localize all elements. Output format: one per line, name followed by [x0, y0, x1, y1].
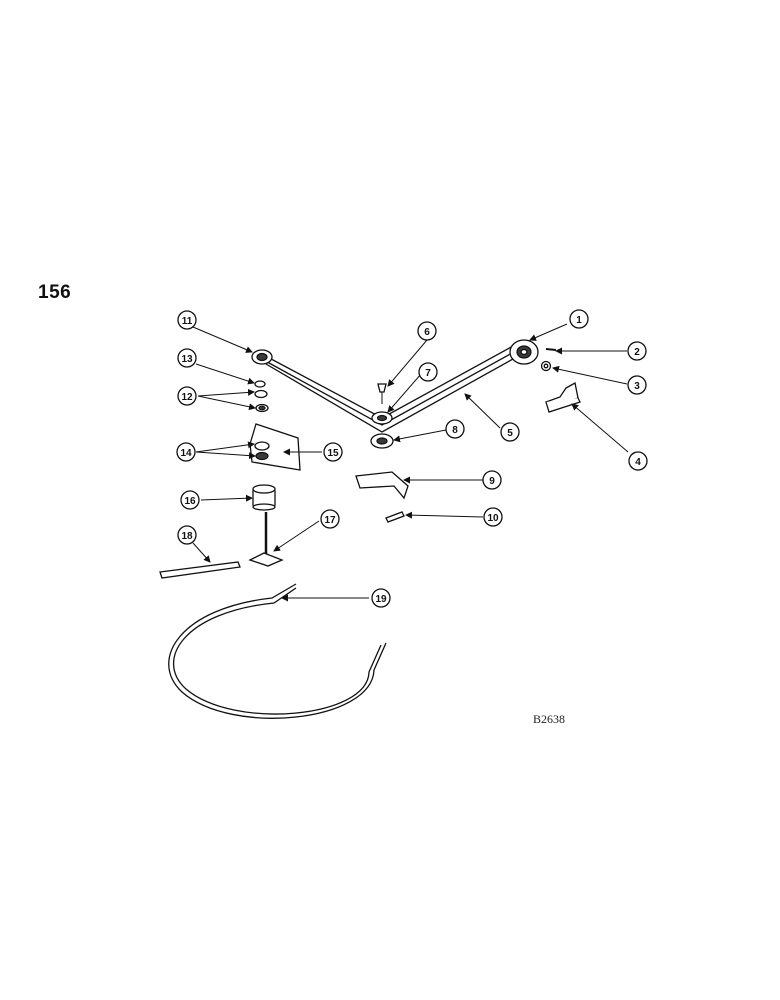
drawing-code: B2638 [533, 712, 566, 726]
callout-label: 16 [184, 496, 196, 507]
callout-9: 9 [482, 470, 502, 490]
callout-17: 17 [320, 509, 340, 529]
callout-1: 1 [569, 309, 589, 329]
callout-label: 14 [180, 448, 192, 459]
callout-12: 12 [177, 386, 197, 406]
key-part-2 [545, 348, 557, 351]
support-bar-part-18 [159, 561, 241, 579]
callout-label: 1 [576, 315, 582, 326]
callout-label: 17 [324, 515, 336, 526]
bearing-part-12 [254, 389, 268, 399]
callout-2: 2 [627, 341, 647, 361]
callout-label: 10 [487, 513, 499, 524]
callout-label: 12 [181, 392, 193, 403]
callout-18: 18 [177, 525, 197, 545]
guard-part-9 [355, 471, 409, 500]
callout-label: 13 [181, 354, 193, 365]
callout-label: 5 [507, 428, 513, 439]
callout-label: 15 [327, 448, 339, 459]
callout-label: 4 [635, 457, 641, 468]
bolt-part-6 [377, 383, 387, 393]
callout-10: 10 [483, 507, 503, 527]
callout-label: 9 [489, 476, 495, 487]
callout-5: 5 [500, 422, 520, 442]
callout-19: 19 [371, 588, 391, 608]
page-number: 156 [38, 282, 72, 303]
callout-label: 18 [181, 531, 193, 542]
callout-11: 11 [177, 310, 197, 330]
callout-label: 11 [182, 316, 193, 327]
callout-7: 7 [418, 362, 438, 382]
callout-label: 3 [634, 381, 640, 392]
callout-label: 6 [424, 327, 430, 338]
washer-part-13 [254, 380, 266, 388]
callout-6: 6 [417, 321, 437, 341]
callout-label: 8 [452, 425, 458, 436]
callout-label: 7 [425, 368, 431, 379]
callout-4: 4 [628, 451, 648, 471]
callout-3: 3 [627, 375, 647, 395]
callout-8: 8 [445, 419, 465, 439]
spindle-base-part-17 [248, 552, 284, 567]
leader-lines [192, 323, 629, 602]
callout-15: 15 [323, 442, 343, 462]
belt-drive-assembly [251, 339, 581, 449]
callout-16: 16 [180, 490, 200, 510]
callout-13: 13 [177, 348, 197, 368]
left-mount-assembly [159, 380, 409, 579]
callout-14: 14 [176, 442, 196, 462]
callout-label: 19 [375, 594, 387, 605]
v-belt-inner-part-5 [265, 353, 523, 433]
callout-label: 2 [634, 347, 640, 358]
clip-part-10 [385, 511, 405, 523]
